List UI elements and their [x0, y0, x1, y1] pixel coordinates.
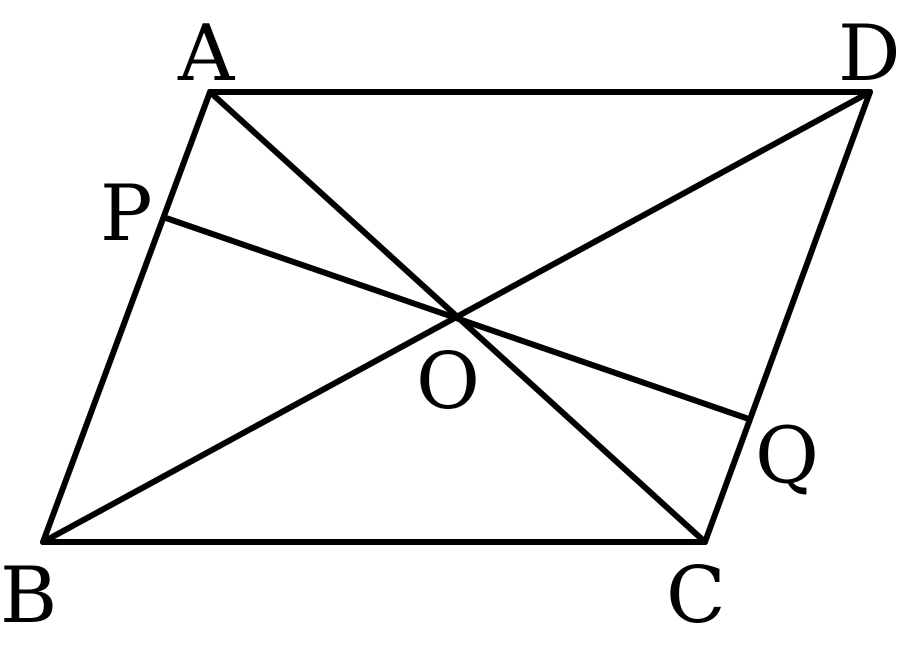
label-q: Q: [755, 411, 819, 501]
label-d: D: [838, 9, 901, 99]
label-c: C: [666, 551, 726, 641]
side-ba: [40, 89, 213, 545]
label-o: O: [416, 337, 480, 427]
side-dc: [702, 89, 873, 545]
segment-pq: [163, 215, 749, 421]
label-b: B: [0, 551, 57, 641]
label-a: A: [177, 9, 236, 99]
label-p: P: [100, 169, 152, 259]
